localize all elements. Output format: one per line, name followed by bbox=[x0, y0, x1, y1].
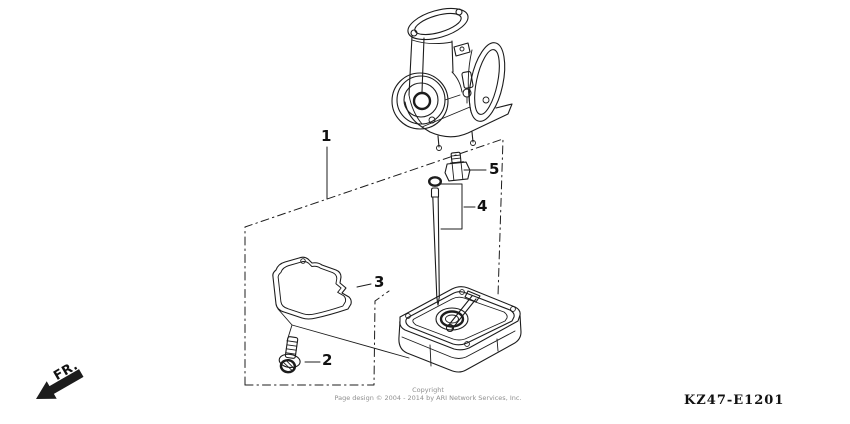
callout-label-4[interactable]: 4 bbox=[477, 197, 488, 215]
copyright-line1: Copyright bbox=[412, 386, 444, 394]
assembly-lines bbox=[277, 308, 410, 359]
copyright-notice: Copyright Page design © 2004 - 2014 by A… bbox=[318, 386, 538, 402]
callout-label-1[interactable]: 1 bbox=[321, 127, 332, 145]
callout-leader-lines bbox=[304, 146, 487, 363]
kit-boundary-box bbox=[244, 138, 504, 386]
main-jet-drawing bbox=[444, 151, 471, 182]
copyright-line2: Page design © 2004 - 2014 by ARI Network… bbox=[334, 393, 522, 402]
bowl-gasket-drawing bbox=[272, 256, 352, 320]
diagram-code: KZ47-E1201 bbox=[684, 393, 785, 408]
float-bowl-drawing bbox=[398, 286, 522, 373]
callout-label-5[interactable]: 5 bbox=[489, 160, 500, 178]
callout-label-2[interactable]: 2 bbox=[322, 351, 333, 369]
jet-needle-drawing bbox=[428, 176, 463, 306]
bowl-screw-drawing bbox=[278, 336, 301, 374]
front-direction-arrow bbox=[36, 369, 84, 399]
callout-label-3[interactable]: 3 bbox=[374, 273, 385, 291]
carburetor-body-drawing bbox=[391, 7, 513, 151]
